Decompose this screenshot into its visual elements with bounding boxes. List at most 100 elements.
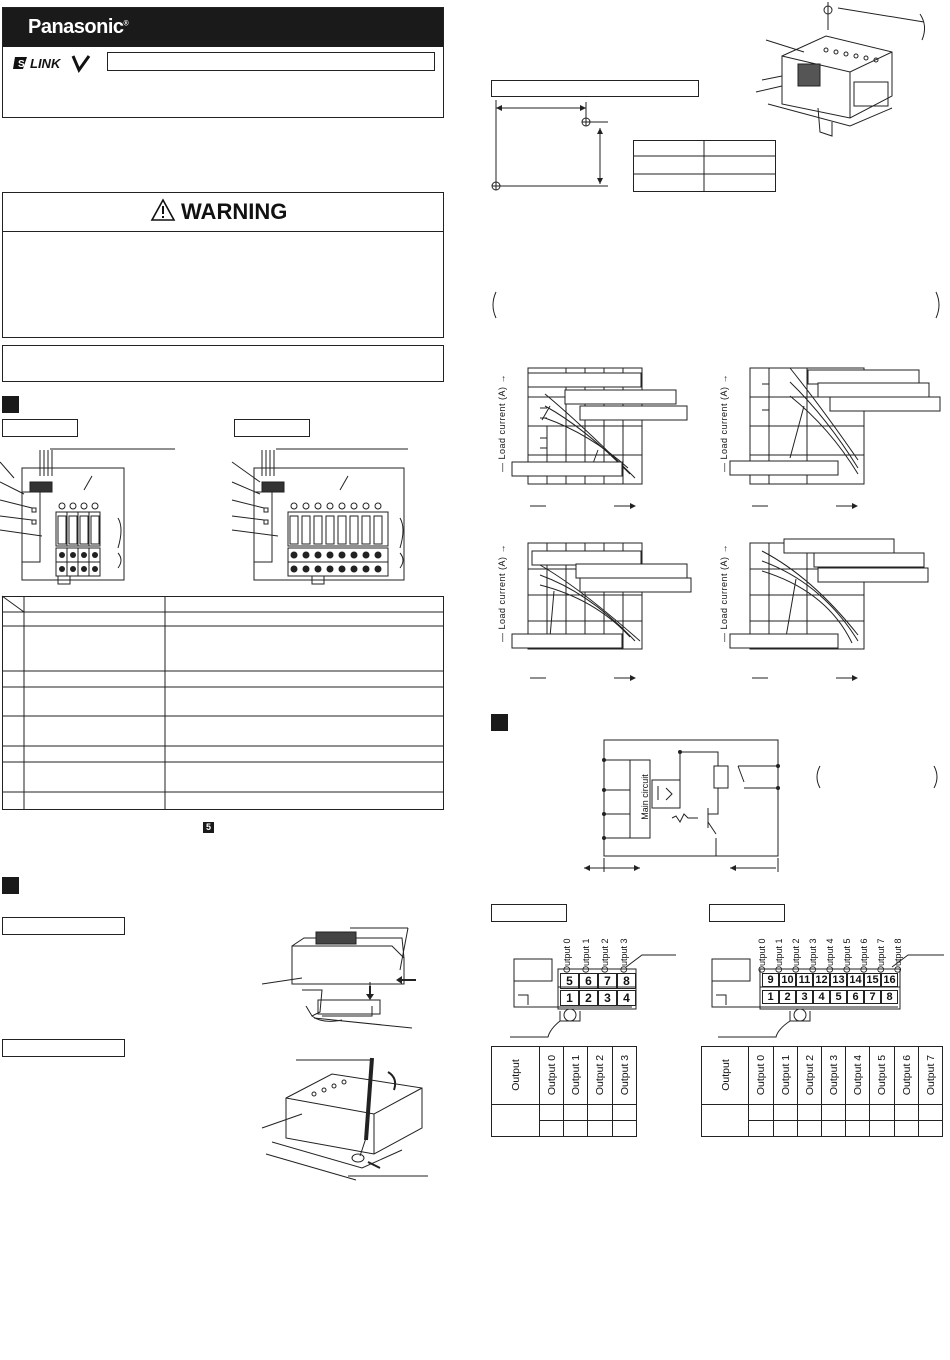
output-label: Output 1 bbox=[774, 938, 784, 973]
terminal-number: 1 bbox=[560, 990, 579, 1006]
terminal-4ch-top-row: 5 6 7 8 bbox=[560, 973, 636, 989]
device-8ch-drawing bbox=[231, 448, 408, 585]
derating-chart-1: — Load current (A) → bbox=[490, 367, 690, 518]
terminal-4ch-output-labels: Output 0 Output 1 Output 2 Output 3 bbox=[560, 925, 640, 973]
inline-ref-box: 5 bbox=[203, 822, 214, 833]
output-table-col: Output 3 bbox=[820, 1046, 847, 1105]
output-table-col: Output 1 bbox=[772, 1046, 798, 1105]
product-name-field bbox=[107, 52, 435, 71]
caution-box bbox=[2, 345, 444, 382]
terminal-number: 10 bbox=[779, 973, 796, 987]
section-marker-1 bbox=[2, 396, 19, 413]
header-box: Panasonic® S LINK bbox=[2, 7, 444, 118]
terminal-number: 11 bbox=[796, 973, 813, 987]
terminal-number: 5 bbox=[560, 973, 579, 989]
section-marker-3 bbox=[491, 714, 508, 731]
terminal-number: 16 bbox=[881, 973, 898, 987]
product-logo: S LINK bbox=[13, 53, 101, 74]
output-table-col: Output 6 bbox=[893, 1046, 919, 1105]
output-table-header-cell: Output bbox=[700, 1046, 750, 1105]
warning-triangle-icon bbox=[150, 198, 176, 221]
output-label: Output 2 bbox=[600, 938, 610, 973]
removing-drawing bbox=[261, 1057, 428, 1181]
terminal-number: 14 bbox=[847, 973, 864, 987]
terminal-number: 4 bbox=[813, 990, 830, 1004]
terminal-number: 15 bbox=[864, 973, 881, 987]
mounting-drawing bbox=[261, 927, 416, 1029]
tag-removing bbox=[2, 1039, 125, 1057]
output-table-col: Output 1 bbox=[562, 1046, 589, 1105]
terminal-block-8ch: 9 10 11 12 13 14 15 16 1 2 3 4 5 6 7 8 bbox=[708, 925, 948, 1045]
derating-chart-4: — Load current (A) → bbox=[712, 538, 942, 693]
inline-ref-number: 5 bbox=[205, 822, 211, 832]
tag-8ch bbox=[234, 419, 310, 437]
tag-terminal-8ch bbox=[709, 904, 785, 922]
device-4ch-drawing bbox=[0, 448, 175, 585]
output-label: Output 1 bbox=[581, 938, 591, 973]
terminal-number: 5 bbox=[830, 990, 847, 1004]
output-table-8ch: Output Output 0 Output 1 Output 2 Output… bbox=[700, 1046, 944, 1137]
terminal-number: 12 bbox=[813, 973, 830, 987]
output-label: Output 7 bbox=[876, 938, 886, 973]
terminal-8ch-top-row: 9 10 11 12 13 14 15 16 bbox=[762, 973, 898, 987]
terminal-4ch-bottom-row: 1 2 3 4 bbox=[560, 990, 636, 1006]
terminal-number: 4 bbox=[617, 990, 636, 1006]
output-table-4ch: Output Output 0 Output 1 Output 2 Output… bbox=[491, 1046, 638, 1137]
terminal-number: 3 bbox=[796, 990, 813, 1004]
output-label: Output 8 bbox=[893, 938, 903, 973]
warning-box: WARNING bbox=[2, 192, 444, 338]
terminal-number: 2 bbox=[579, 990, 598, 1006]
terminal-number: 2 bbox=[779, 990, 796, 1004]
terminal-number: 3 bbox=[598, 990, 617, 1006]
warning-title: WARNING bbox=[181, 199, 288, 224]
terminal-8ch-output-labels: Output 0 Output 1 Output 2 Output 3 Outp… bbox=[755, 925, 915, 973]
output-label: Output 0 bbox=[757, 938, 767, 973]
terminal-8ch-bottom-row: 1 2 3 4 5 6 7 8 bbox=[762, 990, 898, 1004]
terminal-number: 6 bbox=[847, 990, 864, 1004]
output-label: Output 6 bbox=[859, 938, 869, 973]
output-table-col: Output 4 bbox=[845, 1046, 871, 1105]
output-table-col: Output 0 bbox=[748, 1046, 774, 1105]
circuit-bracket bbox=[816, 765, 938, 789]
derating-chart-2: — Load current (A) → bbox=[712, 367, 942, 518]
output-table-col: Output 2 bbox=[796, 1046, 822, 1105]
terminal-number: 8 bbox=[617, 973, 636, 989]
dimension-table bbox=[633, 140, 776, 192]
tag-4ch bbox=[2, 419, 78, 437]
output-label: Output 5 bbox=[842, 938, 852, 973]
output-label: Output 3 bbox=[808, 938, 818, 973]
dimension-label-box bbox=[491, 80, 699, 97]
output-table-col: Output 0 bbox=[538, 1046, 564, 1105]
terminal-number: 7 bbox=[864, 990, 881, 1004]
derating-chart-3: — Load current (A) → bbox=[490, 542, 700, 693]
terminal-number: 8 bbox=[881, 990, 898, 1004]
terminal-number: 1 bbox=[762, 990, 779, 1004]
terminal-block-4ch: 5 6 7 8 1 2 3 4 bbox=[510, 925, 680, 1045]
brand-bar: Panasonic® bbox=[3, 8, 443, 47]
output-label: Output 2 bbox=[791, 938, 801, 973]
output-table-col: Output 7 bbox=[917, 1046, 944, 1105]
tag-mounting bbox=[2, 917, 125, 935]
svg-text:LINK: LINK bbox=[30, 56, 62, 71]
main-circuit-label: Main circuit bbox=[640, 774, 650, 820]
output-label: Output 0 bbox=[562, 938, 572, 973]
output-label: Output 3 bbox=[619, 938, 629, 973]
output-table-col: Output 5 bbox=[869, 1046, 895, 1105]
svg-text:S: S bbox=[18, 59, 25, 70]
brand-logo: Panasonic® bbox=[28, 16, 129, 38]
output-table-header: Output bbox=[720, 1059, 732, 1091]
tag-terminal-4ch bbox=[491, 904, 567, 922]
terminal-number: 9 bbox=[762, 973, 779, 987]
terminal-number: 7 bbox=[598, 973, 617, 989]
terminal-number: 13 bbox=[830, 973, 847, 987]
parts-table bbox=[1, 595, 444, 810]
output-label: Output 4 bbox=[825, 938, 835, 973]
output-circuit-diagram bbox=[584, 739, 780, 872]
output-table-header-cell: Output bbox=[491, 1046, 540, 1105]
warning-title-row: WARNING bbox=[3, 193, 443, 232]
note-brackets bbox=[492, 291, 940, 319]
top-device-drawing bbox=[755, 2, 926, 137]
output-table-col: Output 3 bbox=[611, 1046, 638, 1105]
section-marker-2 bbox=[2, 877, 19, 894]
terminal-number: 6 bbox=[579, 973, 598, 989]
